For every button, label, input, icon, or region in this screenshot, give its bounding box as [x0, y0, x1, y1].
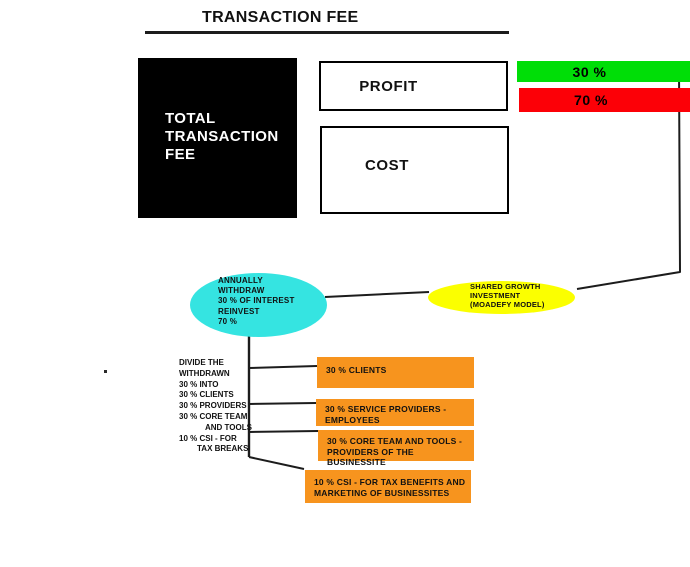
allocation-box-clients: 30 % CLIENTS [317, 357, 474, 388]
shared-growth-text: SHARED GROWTH INVESTMENT (MOADEFY MODEL) [470, 282, 545, 309]
connector-branch-csi [248, 456, 305, 470]
annually-withdraw-ellipse [190, 273, 327, 337]
note-line: 30 % CORE TEAM [179, 411, 248, 421]
cost-percent-label: 70 % [574, 92, 608, 108]
stray-dot [104, 370, 107, 373]
page-title: TRANSACTION FEE [202, 9, 359, 26]
note-line: 30 % CLIENTS [179, 390, 234, 400]
connector-branch-providers [248, 402, 317, 405]
note-line: AND TOOLS [205, 422, 252, 432]
note-line: WITHDRAWN [179, 368, 230, 378]
cost-percent-bar: 70 % [519, 88, 690, 112]
cost-box: COST [320, 126, 509, 214]
allocation-box-core-team: 30 % CORE TEAM AND TOOLS - PROVIDERS OF … [318, 430, 474, 467]
cost-label: COST [364, 156, 410, 174]
connector-branch-coreteam [248, 430, 319, 433]
note-line: DIVIDE THE [179, 358, 224, 367]
connector-branch-clients [248, 365, 318, 369]
note-line: 30 % INTO [179, 379, 219, 389]
note-line: 10 % CSI - FOR [179, 433, 237, 443]
title-underline [145, 31, 509, 34]
profit-label: PROFIT [359, 77, 418, 95]
connector-annual-to-shared [324, 291, 430, 298]
annually-withdraw-text: ANNUALLY WITHDRAW 30 % OF INTEREST REINV… [218, 276, 295, 326]
profit-percent-bar: 30 % [517, 61, 690, 82]
allocation-box-csi: 10 % CSI - FOR TAX BENEFITS AND MARKETIN… [305, 470, 471, 503]
shared-growth-ellipse [428, 281, 575, 314]
profit-percent-label: 30 % [572, 63, 607, 80]
total-transaction-fee-box: TOTAL TRANSACTION FEE [138, 58, 297, 218]
profit-box: PROFIT [319, 61, 508, 111]
allocation-box-service-providers: 30 % SERVICE PROVIDERS - EMPLOYEES [316, 399, 474, 426]
note-line: 30 % PROVIDERS [179, 401, 247, 411]
total-transaction-fee-label: TOTAL TRANSACTION FEE [165, 110, 279, 163]
note-line: TAX BREAKS [197, 444, 249, 454]
